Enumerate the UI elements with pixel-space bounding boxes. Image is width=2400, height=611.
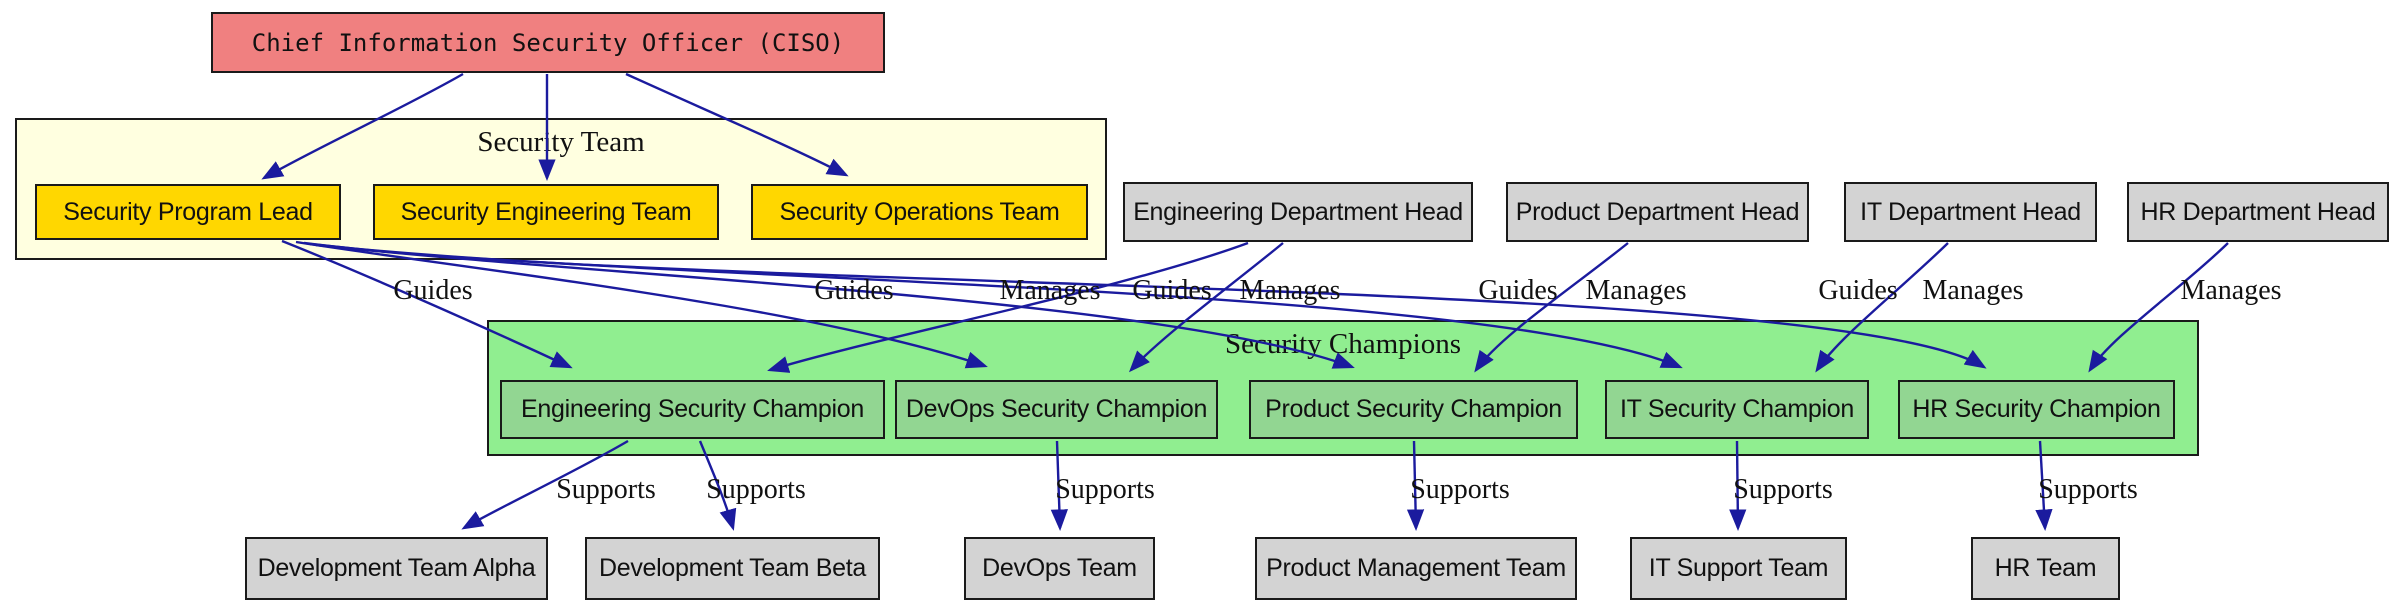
node-product-management-team: Product Management Team bbox=[1255, 537, 1577, 600]
node-hr-security-champion: HR Security Champion bbox=[1898, 380, 2175, 439]
node-engineering-department-head: Engineering Department Head bbox=[1123, 182, 1473, 242]
edge-supports-devops-team bbox=[1050, 440, 1068, 532]
edge-label-supports: Supports bbox=[706, 474, 806, 505]
edge-guides-hr-sc bbox=[315, 243, 1987, 369]
node-hr-department-head: HR Department Head bbox=[2127, 182, 2389, 242]
node-development-team-alpha: Development Team Alpha bbox=[245, 537, 548, 600]
node-it-support-team: IT Support Team bbox=[1630, 537, 1847, 600]
edge-guides-devops-sc bbox=[295, 240, 988, 369]
edge-label-manages: Manages bbox=[1585, 275, 1687, 306]
node-it-department-head: IT Department Head bbox=[1844, 182, 2097, 242]
edge-guides-engineering-sc bbox=[281, 239, 573, 369]
edge-manages-hr-sc bbox=[2088, 242, 2229, 373]
node-ciso: Chief Information Security Officer (CISO… bbox=[211, 12, 885, 73]
edge-label-guides: Guides bbox=[393, 275, 473, 306]
edge-label-guides: Guides bbox=[814, 275, 894, 306]
edge-supports-it-support-team bbox=[1729, 440, 1747, 532]
node-product-department-head: Product Department Head bbox=[1506, 182, 1809, 242]
edge-manages-it-sc bbox=[1815, 242, 1949, 373]
edge-manages-product-sc bbox=[1474, 242, 1629, 373]
node-security-operations-team: Security Operations Team bbox=[751, 184, 1088, 240]
node-engineering-security-champion: Engineering Security Champion bbox=[500, 380, 885, 439]
edge-supports-dev-beta bbox=[698, 440, 737, 531]
edge-label-supports: Supports bbox=[1055, 474, 1155, 505]
edge-label-supports: Supports bbox=[1733, 474, 1833, 505]
node-devops-team: DevOps Team bbox=[964, 537, 1155, 600]
edge-label-guides: Guides bbox=[1818, 275, 1898, 306]
node-security-engineering-team: Security Engineering Team bbox=[373, 184, 719, 240]
node-security-program-lead: Security Program Lead bbox=[35, 184, 341, 240]
edge-label-supports: Supports bbox=[556, 474, 656, 505]
edge-label-guides: Guides bbox=[1478, 275, 1558, 306]
edge-ciso-security-program-lead bbox=[261, 72, 464, 180]
node-it-security-champion: IT Security Champion bbox=[1605, 380, 1869, 439]
edge-label-manages: Manages bbox=[999, 275, 1101, 306]
node-hr-team: HR Team bbox=[1971, 537, 2120, 600]
edge-label-supports: Supports bbox=[1410, 474, 1510, 505]
edge-label-manages: Manages bbox=[1922, 275, 2024, 306]
edge-label-supports: Supports bbox=[2038, 474, 2138, 505]
edge-label-guides: Guides bbox=[1132, 275, 1212, 306]
edge-label-manages: Manages bbox=[2180, 275, 2282, 306]
node-product-security-champion: Product Security Champion bbox=[1249, 380, 1578, 439]
edge-supports-hr-team bbox=[2035, 440, 2053, 532]
node-devops-security-champion: DevOps Security Champion bbox=[895, 380, 1218, 439]
node-development-team-beta: Development Team Beta bbox=[585, 537, 880, 600]
edge-ciso-security-operations-team bbox=[625, 72, 849, 177]
edge-manages-engineering-sc bbox=[767, 241, 1249, 373]
edge-manages-devops-sc bbox=[1128, 242, 1284, 373]
security-team-cluster-label: Security Team bbox=[477, 126, 645, 158]
edge-supports-dev-alpha bbox=[461, 439, 629, 530]
edge-supports-pm-team bbox=[1406, 440, 1425, 532]
edge-label-manages: Manages bbox=[1239, 275, 1341, 306]
